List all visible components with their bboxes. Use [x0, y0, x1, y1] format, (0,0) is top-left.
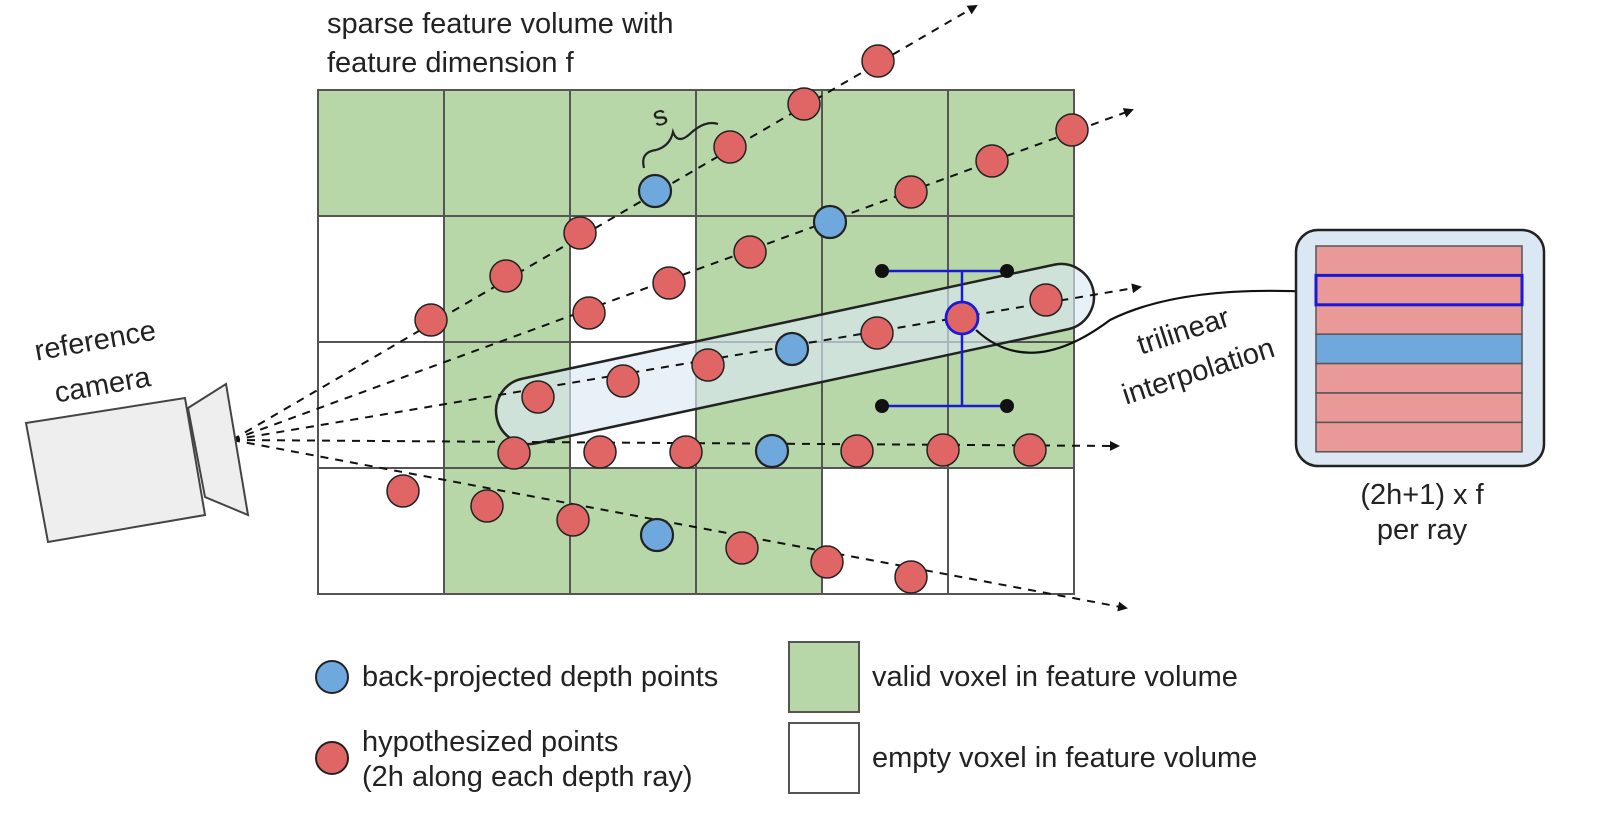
camera-lens	[186, 382, 250, 517]
hypothesized-point	[691, 348, 725, 382]
feature-row-hypothesized	[1315, 362, 1523, 394]
depth-point	[639, 517, 675, 553]
hypothesized-point	[386, 474, 420, 508]
voxel-corner-dot	[1000, 399, 1014, 413]
voxel-corner-dot	[1000, 264, 1014, 278]
legend-empty-voxel-label: empty voxel in feature volume	[872, 742, 1258, 774]
valid-voxel-cell	[443, 467, 571, 595]
hypothesized-point	[606, 364, 640, 398]
hypothesized-point	[926, 433, 960, 467]
hypothesized-point	[563, 216, 597, 250]
hypothesized-point	[810, 545, 844, 579]
legend-depth-points-label: back-projected depth points	[362, 661, 719, 693]
interpolated-sample-point	[944, 300, 980, 336]
hypothesized-point	[733, 235, 767, 269]
hypothesized-point	[787, 87, 821, 121]
feature-row-hypothesized	[1315, 304, 1523, 335]
hypothesized-point	[652, 266, 686, 300]
depth-ray	[231, 439, 1128, 612]
feature-row-hypothesized	[1315, 245, 1523, 277]
valid-voxel-cell	[569, 467, 697, 595]
valid-voxel-cell	[443, 89, 571, 217]
voxel-corner-dot	[875, 264, 889, 278]
hypothesized-point	[583, 435, 617, 469]
empty-voxel-cell	[317, 467, 445, 595]
camera-body	[24, 396, 207, 544]
hypothesized-point	[572, 296, 606, 330]
hypothesized-point	[894, 175, 928, 209]
reference-camera-icon	[24, 382, 250, 544]
interpolation-arrow	[975, 286, 1314, 354]
hypothesized-point	[1013, 433, 1047, 467]
legend-valid-voxel-label: valid voxel in feature volume	[872, 661, 1238, 693]
interpolation-arrow-path	[975, 286, 1314, 354]
hypothesized-point	[414, 303, 448, 337]
spacing-brace-path	[642, 121, 719, 169]
hypothesized-point	[840, 434, 874, 468]
hypothesized-point	[861, 44, 895, 78]
spacing-brace	[642, 121, 719, 169]
feature-row-hypothesized	[1315, 274, 1523, 306]
feature-row-depth	[1315, 333, 1523, 365]
depth-point	[812, 204, 848, 240]
valid-voxel-cell	[317, 89, 445, 217]
sample-points	[386, 44, 1089, 594]
legend-depth-point-marker	[315, 660, 349, 694]
feature-row-hypothesized	[1315, 392, 1523, 424]
depth-ray	[231, 283, 1142, 441]
hypothesized-point	[1055, 113, 1089, 147]
empty-voxel-cell	[821, 467, 949, 595]
legend-hypothesized-label-line-2: (2h along each depth ray)	[362, 761, 693, 793]
output-label-line-2: per ray	[1376, 514, 1468, 546]
hypothesized-point	[489, 259, 523, 293]
feature-row-hypothesized	[1315, 421, 1523, 453]
hypothesized-point	[556, 503, 590, 537]
valid-voxel-cell	[569, 89, 697, 217]
hypothesized-point	[497, 436, 531, 470]
output-label-line-1: (2h+1) x f	[1360, 479, 1484, 511]
legend-empty-voxel-swatch	[788, 722, 860, 794]
hypothesized-point	[1029, 283, 1063, 317]
hypothesized-point	[894, 560, 928, 594]
valid-voxel-cell	[695, 467, 823, 595]
depth-point	[774, 331, 810, 367]
depth-ray	[231, 439, 1120, 451]
hypothesized-point	[669, 435, 703, 469]
hypothesized-point	[725, 531, 759, 565]
valid-voxel-cell	[821, 89, 949, 217]
empty-voxel-cell	[317, 341, 445, 469]
valid-voxel-cell	[947, 89, 1075, 217]
depth-point	[637, 173, 673, 209]
hypothesized-point	[975, 144, 1009, 178]
hypothesized-point	[470, 489, 504, 523]
title-line-2: feature dimension f	[327, 47, 574, 79]
trilinear-interpolation-stencil	[875, 264, 1014, 413]
legend-valid-voxel-swatch	[788, 641, 860, 713]
legend-hypothesized-point-marker	[315, 741, 349, 775]
voxel-corner-dot	[875, 399, 889, 413]
valid-voxel-cell	[443, 215, 571, 343]
per-ray-feature-output	[1294, 228, 1546, 468]
hypothesized-point	[521, 380, 555, 414]
depth-point	[754, 433, 790, 469]
hypothesized-point	[713, 130, 747, 164]
feature-row-highlight	[1314, 273, 1524, 307]
empty-voxel-cell	[947, 467, 1075, 595]
hypothesized-point	[860, 316, 894, 350]
legend-hypothesized-label-line-1: hypothesized points	[362, 726, 619, 758]
title-line-1: sparse feature volume with	[327, 8, 674, 40]
